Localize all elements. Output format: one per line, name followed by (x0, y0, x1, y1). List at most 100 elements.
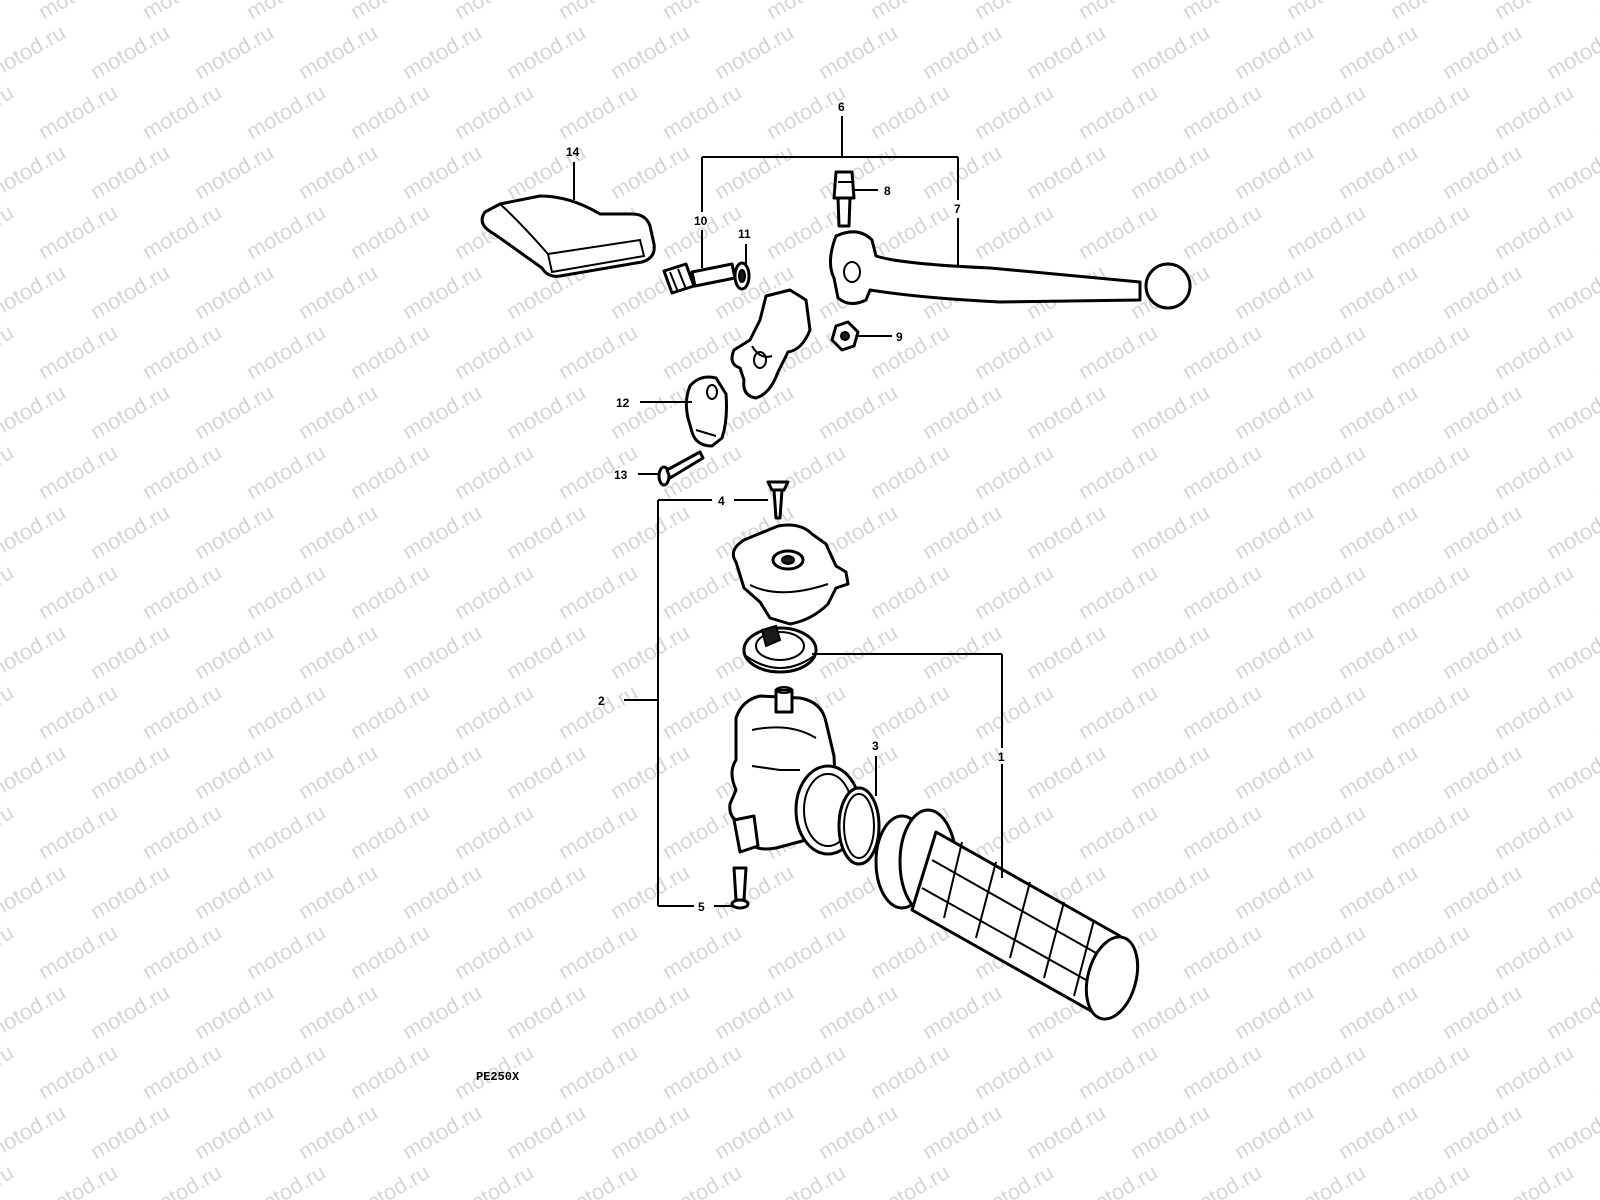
watermark-text: motod.ru (1282, 679, 1370, 744)
watermark-text: motod.ru (190, 979, 278, 1044)
watermark-text: motod.ru (0, 319, 18, 384)
watermark-text: motod.ru (138, 559, 226, 624)
watermark-text: motod.ru (710, 19, 798, 84)
watermark-text: motod.ru (294, 379, 382, 444)
watermark-text: motod.ru (1542, 739, 1600, 804)
watermark-text: motod.ru (1282, 1039, 1370, 1104)
watermark-text: motod.ru (1594, 319, 1600, 384)
watermark-text: motod.ru (398, 619, 486, 684)
watermark-text: motod.ru (346, 919, 434, 984)
watermark-text: motod.ru (1022, 139, 1110, 204)
watermark-text: motod.ru (398, 1099, 486, 1164)
watermark-text: motod.ru (1542, 379, 1600, 444)
watermark-text: motod.ru (294, 979, 382, 1044)
watermark-text: motod.ru (0, 379, 70, 444)
watermark-text: motod.ru (1438, 379, 1526, 444)
watermark-text: motod.ru (1230, 1099, 1318, 1164)
watermark-text: motod.ru (918, 1099, 1006, 1164)
watermark-text: motod.ru (242, 199, 330, 264)
watermark-text: motod.ru (242, 319, 330, 384)
watermark-text: motod.ru (34, 1039, 122, 1104)
watermark-text: motod.ru (190, 619, 278, 684)
watermark-text: motod.ru (86, 499, 174, 564)
watermark-text: motod.ru (970, 0, 1058, 24)
watermark-text: motod.ru (554, 319, 642, 384)
watermark-text: motod.ru (1282, 919, 1370, 984)
watermark-text: motod.ru (762, 919, 850, 984)
watermark-text: motod.ru (346, 79, 434, 144)
watermark-text: motod.ru (138, 319, 226, 384)
watermark-text: motod.ru (814, 19, 902, 84)
watermark-text: motod.ru (190, 499, 278, 564)
watermark-text: motod.ru (1386, 1159, 1474, 1200)
watermark-text: motod.ru (1178, 1159, 1266, 1200)
watermark-text: motod.ru (970, 319, 1058, 384)
watermark-text: motod.ru (1594, 679, 1600, 744)
watermark-text: motod.ru (1594, 199, 1600, 264)
watermark-text: motod.ru (554, 679, 642, 744)
watermark-text: motod.ru (0, 259, 70, 324)
watermark-text: motod.ru (1542, 859, 1600, 924)
watermark-text: motod.ru (502, 499, 590, 564)
watermark-text: motod.ru (1178, 799, 1266, 864)
watermark-text: motod.ru (86, 979, 174, 1044)
watermark-text: motod.ru (866, 679, 954, 744)
watermark-text: motod.ru (1282, 319, 1370, 384)
watermark-text: motod.ru (34, 0, 122, 24)
watermark-text: motod.ru (1386, 559, 1474, 624)
watermark-text: motod.ru (658, 1039, 746, 1104)
watermark-text: motod.ru (0, 1039, 18, 1104)
watermark-text: motod.ru (0, 979, 70, 1044)
watermark-text: motod.ru (1438, 499, 1526, 564)
watermark-text: motod.ru (1282, 439, 1370, 504)
watermark-text: motod.ru (606, 859, 694, 924)
watermark-text: motod.ru (1542, 1099, 1600, 1164)
watermark-text: motod.ru (502, 739, 590, 804)
watermark-text: motod.ru (554, 0, 642, 24)
watermark-text: motod.ru (1334, 19, 1422, 84)
watermark-text: motod.ru (1178, 679, 1266, 744)
watermark-text: motod.ru (1438, 619, 1526, 684)
watermark-text: motod.ru (1490, 679, 1578, 744)
watermark-text: motod.ru (1230, 259, 1318, 324)
watermark-text: motod.ru (970, 199, 1058, 264)
watermark-text: motod.ru (1594, 559, 1600, 624)
watermark-text: motod.ru (398, 859, 486, 924)
watermark-text: motod.ru (0, 499, 70, 564)
watermark-text: motod.ru (1022, 379, 1110, 444)
watermark-text: motod.ru (554, 439, 642, 504)
watermark-text: motod.ru (658, 1159, 746, 1200)
watermark-text: motod.ru (0, 199, 18, 264)
watermark-text: motod.ru (190, 739, 278, 804)
watermark-text: motod.ru (1126, 1099, 1214, 1164)
watermark-text: motod.ru (1126, 979, 1214, 1044)
watermark-text: motod.ru (398, 379, 486, 444)
watermark-text: motod.ru (1334, 859, 1422, 924)
watermark-text: motod.ru (606, 1099, 694, 1164)
watermark-text: motod.ru (918, 379, 1006, 444)
watermark-text: motod.ru (138, 799, 226, 864)
watermark-text: motod.ru (294, 859, 382, 924)
watermark-text: motod.ru (138, 1159, 226, 1200)
watermark-text: motod.ru (1230, 499, 1318, 564)
watermark-text: motod.ru (918, 499, 1006, 564)
watermark-text: motod.ru (866, 1039, 954, 1104)
watermark-text: motod.ru (1074, 1159, 1162, 1200)
watermark-text: motod.ru (1282, 799, 1370, 864)
callout-3: 3 (872, 739, 879, 753)
watermark-text: motod.ru (606, 379, 694, 444)
watermark-text: motod.ru (242, 559, 330, 624)
watermark-text: motod.ru (450, 559, 538, 624)
watermark-text: motod.ru (1490, 919, 1578, 984)
watermark-text: motod.ru (1178, 439, 1266, 504)
watermark-text: motod.ru (190, 1099, 278, 1164)
watermark-text: motod.ru (86, 139, 174, 204)
watermark-text: motod.ru (1230, 859, 1318, 924)
watermark-text: motod.ru (1126, 379, 1214, 444)
callout-5: 5 (698, 900, 705, 914)
watermark-text: motod.ru (1594, 799, 1600, 864)
watermark-text: motod.ru (1438, 259, 1526, 324)
watermark-text: motod.ru (1386, 439, 1474, 504)
callout-12: 12 (616, 396, 630, 410)
diagram-code: PE250X (476, 1070, 520, 1084)
